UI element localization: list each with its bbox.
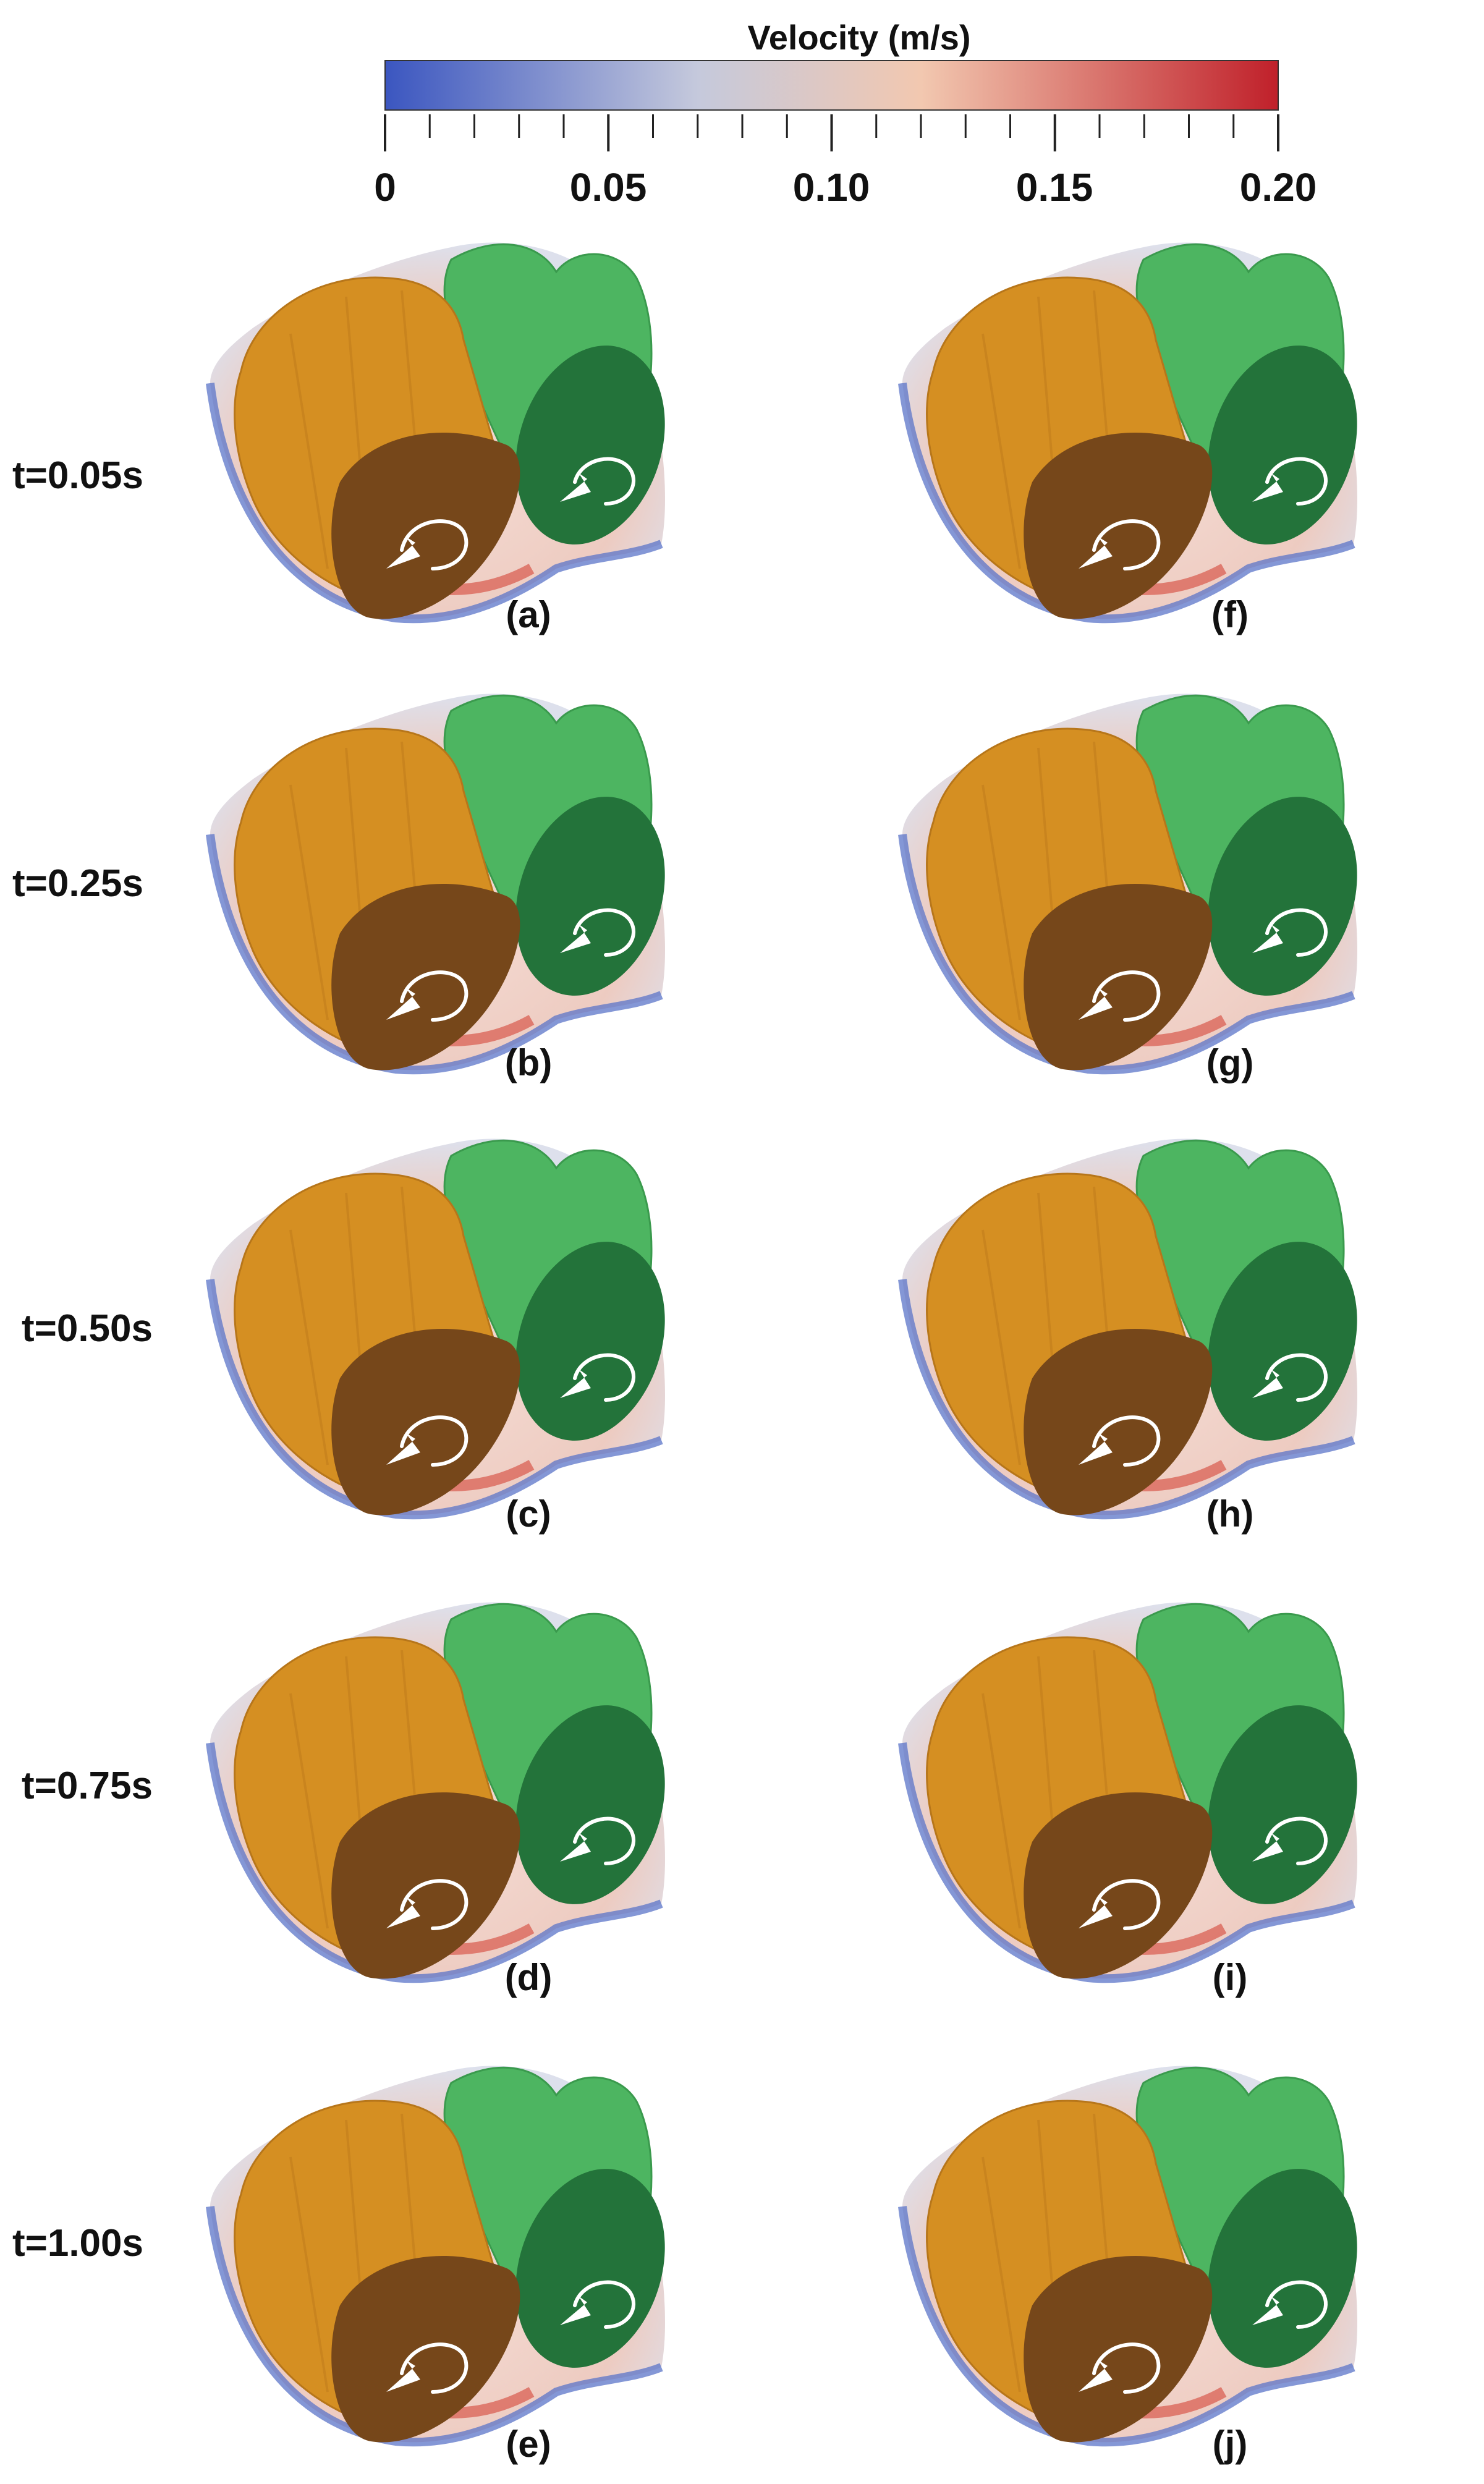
- panel-b: [210, 694, 689, 1070]
- time-label: t=0.25s: [12, 862, 143, 905]
- row-t100: t=1.00s (e) (j): [12, 2066, 1381, 2465]
- colorbar-tick-label: 0.20: [1240, 165, 1317, 210]
- panel-d: [210, 1603, 689, 1979]
- row-t075: t=0.75s (d) (i): [22, 1603, 1381, 1998]
- time-label: t=0.05s: [12, 454, 143, 497]
- panel-h: [902, 1139, 1381, 1515]
- panel-a: [210, 243, 689, 619]
- colorbar-title: Velocity (m/s): [747, 18, 970, 57]
- panel-label-h: (h): [1206, 1493, 1254, 1535]
- colorbar-tick-label: 0.15: [1016, 165, 1093, 210]
- time-label: t=1.00s: [12, 2222, 143, 2265]
- panel-c: [210, 1139, 689, 1515]
- colorbar-tick-label: 0: [374, 165, 396, 210]
- colorbar-ticks: [384, 114, 1279, 151]
- colorbar-tick-label: 0.05: [570, 165, 647, 210]
- panel-j: [902, 2066, 1381, 2443]
- row-t025: t=0.25s (b) (g): [12, 694, 1381, 1083]
- panel-e: [210, 2066, 689, 2443]
- panel-label-j: (j): [1213, 2423, 1248, 2465]
- panel-label-f: (f): [1211, 594, 1249, 635]
- row-t050: t=0.50s (c) (h): [22, 1139, 1381, 1535]
- panel-label-c: (c): [506, 1493, 551, 1535]
- row-t005: t=0.05s (a) (f): [12, 243, 1381, 635]
- colorbar: Velocity (m/s) 0 0.05 0.10 0.15 0.20: [374, 18, 1317, 210]
- panel-label-g: (g): [1206, 1042, 1254, 1083]
- colorbar-tick-label: 0.10: [793, 165, 870, 210]
- panel-label-b: (b): [505, 1042, 553, 1083]
- colorbar-tick-labels: 0 0.05 0.10 0.15 0.20: [374, 165, 1317, 210]
- panel-label-d: (d): [505, 1957, 553, 1998]
- panel-label-e: (e): [506, 2423, 551, 2465]
- colorbar-gradient: [384, 60, 1279, 111]
- panel-i: [902, 1603, 1381, 1979]
- panel-f: [902, 243, 1381, 619]
- time-label: t=0.50s: [22, 1307, 153, 1350]
- panel-label-i: (i): [1213, 1957, 1248, 1998]
- time-label: t=0.75s: [22, 1765, 153, 1807]
- panel-label-a: (a): [506, 594, 551, 635]
- panel-g: [902, 694, 1381, 1070]
